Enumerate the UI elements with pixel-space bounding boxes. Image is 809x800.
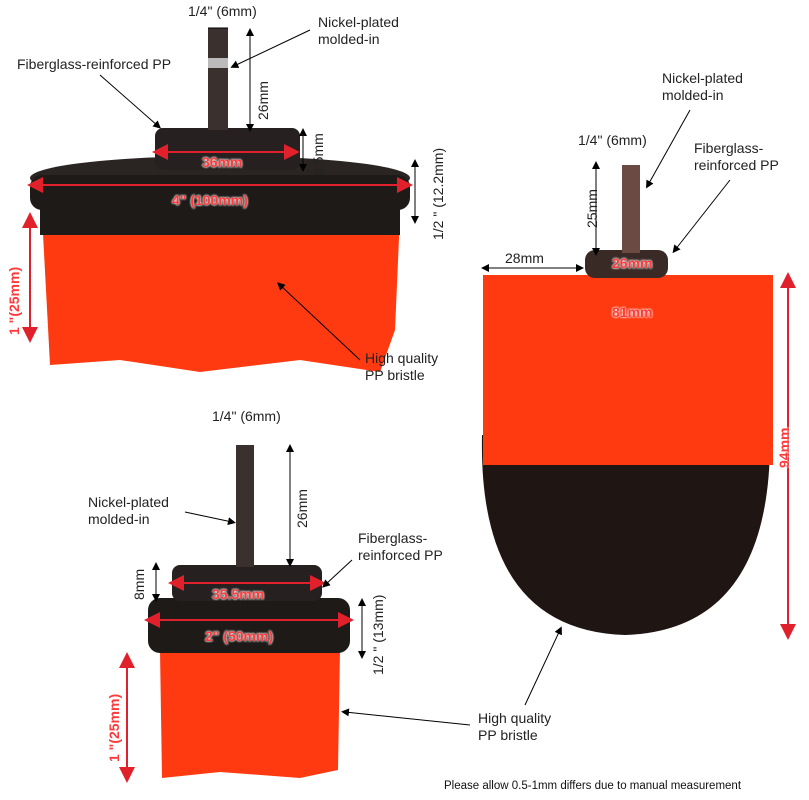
line: Nickel-plated (662, 70, 743, 86)
small-hub-height-label: 8mm (131, 568, 147, 600)
shank-2in (236, 445, 254, 567)
cone-diameter-label: 81mm (612, 304, 653, 320)
shank-4in (208, 28, 228, 130)
shank-length-label: 26mm (255, 81, 271, 120)
line: Nickel-plated (88, 494, 169, 510)
measurement-note: Please allow 0.5-1mm differs due to manu… (444, 780, 742, 792)
line: High quality (365, 350, 439, 366)
hub-height-label: 8.5mm (310, 133, 326, 176)
hub-diameter-label: 36mm (202, 154, 243, 170)
line: PP bristle (478, 727, 538, 743)
shank-width-label: 1/4" (6mm) (188, 3, 257, 19)
line: PP bristle (365, 367, 425, 383)
cone-hub-diameter-label: 26mm (612, 255, 653, 271)
disc-diameter-label: 4" (100mm) (172, 192, 248, 208)
line: Fiberglass- (694, 140, 764, 156)
brush-4in-drawing (22, 27, 419, 372)
bristles-black (481, 435, 771, 635)
disc-thickness-label: 1/2 " (12.2mm) (430, 147, 446, 240)
cone-height-label: 94mm (776, 427, 792, 468)
bristle-length-label: 1 "(25mm) (6, 266, 22, 335)
line: reinforced PP (694, 157, 779, 173)
cone-shank-length-label: 25mm (584, 189, 600, 228)
cone-shank-width-label: 1/4" (6mm) (578, 132, 647, 148)
cone-body-material-label: Fiberglass-reinforced PP (694, 140, 779, 174)
bristles-orange (483, 275, 773, 465)
cone-side-width-label: 28mm (505, 250, 544, 266)
brush-cone-drawing (481, 109, 796, 706)
small-shank-width-label: 1/4" (6mm) (212, 408, 281, 424)
line: molded-in (88, 511, 150, 527)
small-shank-length-label: 26mm (294, 489, 310, 528)
hub-cone (585, 250, 668, 278)
body-material-label: Fiberglass-reinforced PP (17, 56, 172, 72)
bristles-2in (160, 650, 340, 778)
line: Fiberglass- (358, 530, 428, 546)
line: reinforced PP (358, 547, 443, 563)
brush-2in-drawing (119, 444, 471, 783)
small-body-material-label: Fiberglass-reinforced PP (358, 530, 443, 564)
small-disc-thickness-label: 1/2 " (13mm) (370, 594, 386, 675)
line: molded-in (318, 31, 380, 47)
line: Nickel-plated (318, 14, 399, 30)
bristles-4in (42, 215, 400, 372)
small-disc-diameter-label: 2" (50mm) (205, 628, 274, 644)
small-bristle-length-label: 1 "(25mm) (106, 693, 122, 762)
line: High quality (478, 710, 552, 726)
line: molded-in (662, 87, 724, 103)
small-hub-diameter-label: 35.5mm (212, 586, 265, 602)
shank-cone (622, 165, 640, 253)
